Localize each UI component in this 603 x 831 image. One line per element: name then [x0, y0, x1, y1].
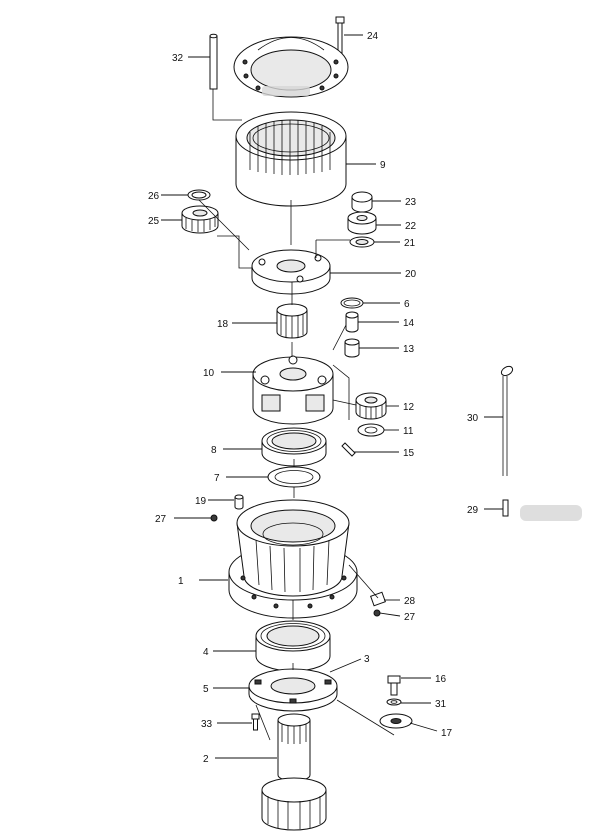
callout-7: 7	[214, 473, 220, 484]
callout-14: 14	[403, 318, 415, 329]
callout-24: 24	[367, 31, 379, 42]
part-screw-27-upper	[210, 514, 218, 522]
callout-29: 29	[467, 505, 479, 516]
part-washer-26	[187, 189, 211, 201]
part-washer-11	[357, 423, 385, 437]
part-planet-gear-12	[355, 392, 387, 420]
part-lockwasher-17	[379, 713, 413, 729]
part-bearing-8	[261, 427, 327, 467]
callout-8: 8	[211, 445, 217, 456]
part-carrier-20	[251, 249, 331, 295]
part-bushing-14	[345, 311, 359, 333]
part-cap-23	[351, 191, 373, 213]
part-planet-carrier-10	[252, 355, 334, 425]
callout-5: 5	[203, 684, 209, 695]
callout-18: 18	[217, 319, 229, 330]
callout-12: 12	[403, 402, 415, 413]
part-top-cover	[233, 36, 349, 98]
part-bolt-16	[387, 675, 401, 696]
callout-23: 23	[405, 197, 417, 208]
part-bolt-33	[251, 713, 260, 731]
callout-21: 21	[404, 238, 416, 249]
part-ring-gear-9	[235, 111, 347, 207]
callout-30: 30	[467, 413, 479, 424]
callout-10: 10	[203, 368, 215, 379]
callout-6: 6	[404, 299, 410, 310]
part-dipstick-30	[500, 365, 514, 476]
callout-3: 3	[364, 654, 370, 665]
part-bearing-4	[255, 620, 331, 672]
callout-33: 33	[201, 719, 213, 730]
part-bolt-24	[335, 16, 345, 54]
callout-2: 2	[203, 754, 209, 765]
callout-labels: 1 2 3 4 5 6 7 8 9 10 11 12 13 14 15 16 1…	[148, 31, 479, 765]
part-retainer-5	[248, 668, 338, 712]
part-pin-15	[341, 442, 356, 457]
part-washer-21	[349, 236, 375, 248]
callout-13: 13	[403, 344, 415, 355]
part-ring-6	[340, 297, 364, 309]
blurred-watermark	[520, 505, 582, 521]
callout-19: 19	[195, 496, 207, 507]
part-pinion-shaft-2	[261, 713, 327, 831]
callout-31: 31	[435, 699, 447, 710]
part-pin-13	[344, 338, 360, 358]
callout-1: 1	[178, 576, 184, 587]
part-gear-22	[347, 211, 377, 235]
part-housing-1	[228, 499, 358, 619]
callout-27-upper: 27	[155, 514, 167, 525]
part-plug-19	[234, 494, 244, 510]
callout-28: 28	[404, 596, 416, 607]
callout-25: 25	[148, 216, 160, 227]
part-gear-25	[181, 205, 219, 234]
callout-9: 9	[380, 160, 386, 171]
part-fitting-28	[370, 591, 386, 607]
callout-22: 22	[405, 221, 417, 232]
part-seal-7	[267, 466, 321, 488]
callout-11: 11	[403, 426, 414, 437]
part-tube-29	[502, 499, 509, 517]
callout-15: 15	[403, 448, 415, 459]
part-pinion-18	[276, 303, 308, 339]
callout-4: 4	[203, 647, 209, 658]
part-pin-32	[209, 33, 218, 90]
part-washer-31	[386, 698, 402, 706]
callout-27-lower: 27	[404, 612, 416, 623]
callout-20: 20	[405, 269, 417, 280]
part-screw-27-lower	[373, 609, 381, 617]
callout-17: 17	[441, 728, 453, 739]
callout-16: 16	[435, 674, 447, 685]
callout-26: 26	[148, 191, 160, 202]
callout-32: 32	[172, 53, 184, 64]
leader-lines	[161, 34, 503, 759]
